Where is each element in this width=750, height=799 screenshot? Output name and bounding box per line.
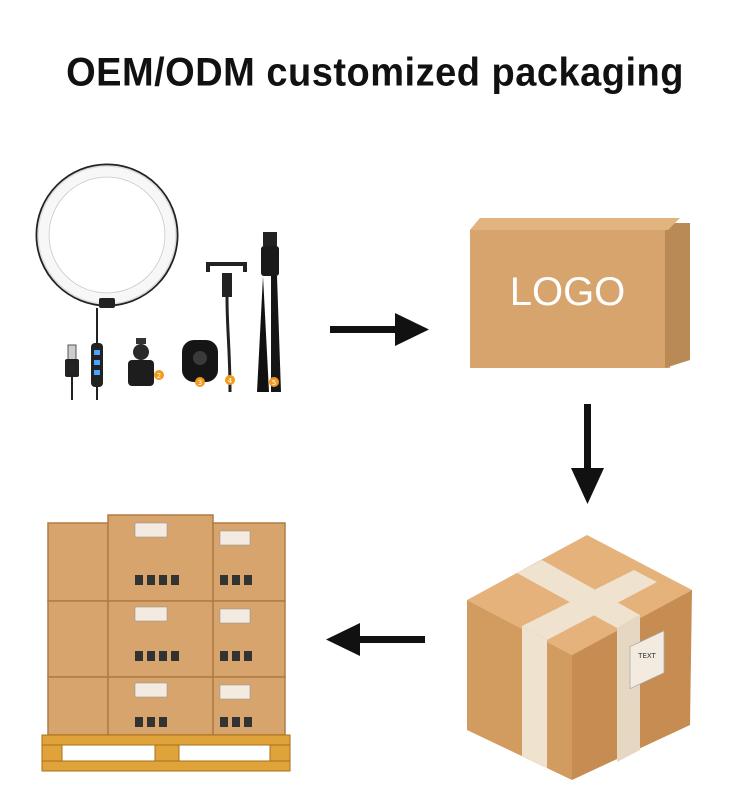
phone-holder-icon: 4	[206, 262, 247, 393]
kit-number-3: 3	[198, 379, 202, 387]
ring-light-icon	[35, 163, 179, 308]
ball-head-icon: 2	[128, 338, 164, 386]
arrow-down-icon	[571, 404, 604, 504]
ring-light-kit: 2 3 4 5	[35, 163, 281, 400]
box-logo-label: LOGO	[509, 270, 626, 314]
tripod-icon: 5	[257, 232, 281, 392]
kit-number-4: 4	[228, 377, 233, 385]
pallet-icon	[41, 514, 291, 772]
cable-controller-icon	[91, 308, 103, 400]
shipping-box-icon: TEXT	[467, 535, 692, 780]
page-title: OEM/ODM customized packaging	[66, 50, 684, 96]
arrow-left-icon	[326, 623, 425, 656]
logo-box: LOGO	[470, 218, 690, 368]
arrow-right-icon	[330, 313, 429, 346]
kit-number-5: 5	[272, 379, 276, 387]
bluetooth-remote-icon: 3	[182, 340, 218, 387]
shipping-label-text: TEXT	[637, 652, 656, 660]
kit-number-2: 2	[157, 372, 161, 380]
usb-plug-icon	[65, 344, 79, 400]
